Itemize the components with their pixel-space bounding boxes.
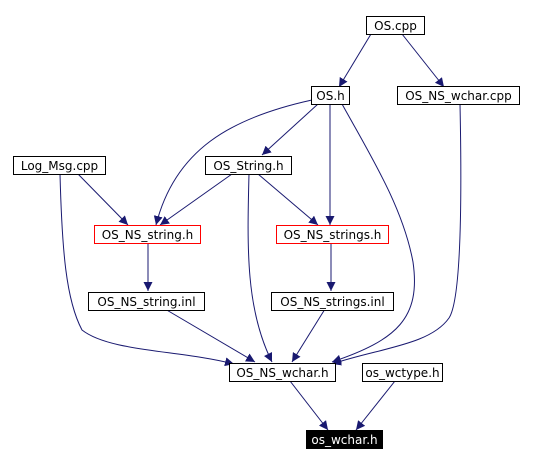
node-os-ns-string-h[interactable]: OS_NS_string.h — [94, 225, 201, 244]
node-label: Log_Msg.cpp — [21, 159, 98, 173]
edge-os-ns-string-inl-to-os-ns-wchar-h — [164, 308, 256, 363]
edge-os-string-h-to-os-ns-wchar-h — [247, 173, 273, 363]
edge-log-msg-cpp-to-os-ns-wchar-h — [59, 173, 235, 367]
edge-os-h-to-os-ns-wchar-h — [331, 103, 415, 364]
edge-os-wctype-h-to-os-wchar-h — [355, 380, 396, 431]
edge-os-ns-wchar-h-to-os-wchar-h — [289, 380, 329, 431]
edges — [59, 33, 462, 431]
edge-os-string-h-to-os-ns-string-h — [159, 173, 233, 226]
node-label: OS_NS_strings.h — [284, 228, 382, 242]
nodes: OS.cpp OS.h OS_NS_wchar.cpp Log_Msg.cpp … — [13, 16, 520, 449]
node-label: OS_NS_wchar.cpp — [405, 89, 512, 103]
node-label: OS_NS_wchar.h — [236, 366, 328, 380]
node-label: OS.cpp — [374, 19, 417, 33]
node-label: OS_String.h — [213, 159, 283, 173]
node-os-string-h[interactable]: OS_String.h — [205, 156, 292, 175]
node-label: OS_NS_string.h — [102, 228, 194, 242]
node-label: os_wctype.h — [365, 366, 439, 380]
node-label: OS.h — [316, 89, 344, 103]
edge-os-ns-wchar-cpp-to-os-ns-wchar-h — [331, 103, 462, 366]
node-os-wctype-h[interactable]: os_wctype.h — [362, 363, 443, 382]
node-os-h[interactable]: OS.h — [311, 86, 350, 105]
node-os-ns-string-inl[interactable]: OS_NS_string.inl — [88, 292, 205, 311]
node-log-msg-cpp[interactable]: Log_Msg.cpp — [13, 156, 106, 175]
node-os-ns-strings-h[interactable]: OS_NS_strings.h — [276, 225, 389, 244]
edge-os-ns-strings-inl-to-os-ns-wchar-h — [291, 308, 326, 363]
node-os-ns-strings-inl[interactable]: OS_NS_strings.inl — [271, 292, 394, 311]
node-os-ns-wchar-h[interactable]: OS_NS_wchar.h — [229, 363, 336, 382]
node-os-wchar-h[interactable]: os_wchar.h — [306, 430, 383, 449]
node-os-ns-wchar-cpp[interactable]: OS_NS_wchar.cpp — [397, 86, 520, 105]
edge-os-h-to-os-string-h — [261, 103, 319, 156]
edge-os-cpp-to-os-ns-wchar-cpp — [401, 33, 445, 88]
node-label: os_wchar.h — [311, 433, 377, 447]
node-label: OS_NS_string.inl — [97, 295, 195, 309]
edge-os-string-h-to-os-ns-strings-h — [257, 173, 319, 226]
edge-os-cpp-to-os-h — [338, 33, 372, 88]
node-label: OS_NS_strings.inl — [280, 295, 384, 309]
edge-os-h-to-os-ns-string-h — [153, 99, 313, 226]
edge-log-msg-cpp-to-os-ns-string-h — [77, 173, 129, 226]
node-os-cpp[interactable]: OS.cpp — [366, 16, 425, 35]
